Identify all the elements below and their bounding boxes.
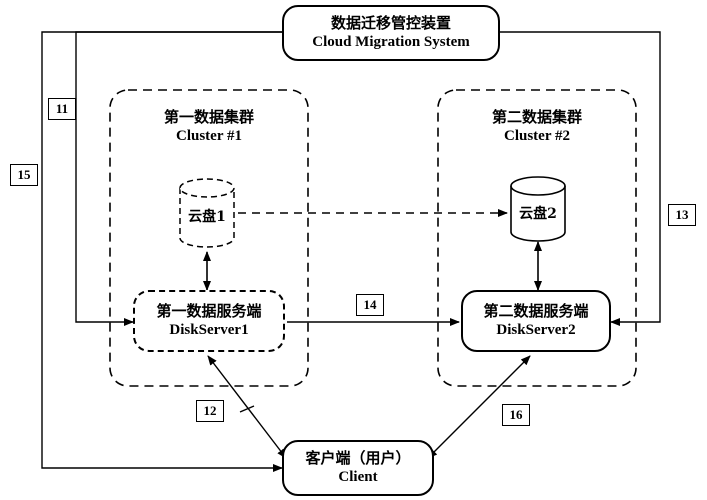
line-12-cut-mark	[239, 405, 255, 413]
line-12	[207, 355, 287, 459]
disk1-label: 云盘1	[188, 209, 226, 225]
system-en-label: Cloud Migration System	[312, 34, 470, 50]
line-11	[75, 31, 282, 326]
line-16	[427, 355, 531, 459]
cluster2-cn-label: 第二数据集群	[491, 108, 582, 126]
disk1-cylinder	[179, 178, 235, 248]
cloud-migration-system-box: 数据迁移管控装置 Cloud Migration System	[282, 5, 500, 61]
cluster2-region	[437, 89, 637, 387]
cluster1-en-label: Cluster #1	[176, 127, 242, 144]
cluster1-title: 第一数据集群 Cluster #1	[120, 108, 298, 146]
client-cn-label: 客户端（用户）	[305, 449, 411, 468]
system-cn-label: 数据迁移管控装置	[330, 14, 451, 33]
client-box: 客户端（用户） Client	[282, 440, 434, 496]
client-en-label: Client	[338, 469, 378, 485]
line-15	[41, 31, 283, 472]
label-15: 15	[10, 164, 38, 186]
label-14: 14	[356, 294, 384, 316]
server2-en-label: DiskServer2	[496, 322, 576, 338]
cluster1-cn-label: 第一数据集群	[163, 108, 254, 126]
label-16: 16	[502, 404, 530, 426]
disk2-label: 云盘2	[519, 206, 557, 222]
server1-en-label: DiskServer1	[169, 322, 249, 338]
cluster2-title: 第二数据集群 Cluster #2	[448, 108, 626, 146]
diskserver2-box: 第二数据服务端 DiskServer2	[461, 290, 611, 352]
label-11: 11	[48, 98, 76, 120]
label-13: 13	[668, 204, 696, 226]
label-12: 12	[196, 400, 224, 422]
diskserver1-box: 第一数据服务端 DiskServer1	[133, 290, 285, 352]
disk2-cylinder	[510, 176, 566, 242]
line-13	[500, 31, 661, 326]
cluster2-en-label: Cluster #2	[504, 127, 570, 144]
server2-cn-label: 第二数据服务端	[483, 302, 589, 321]
server1-cn-label: 第一数据服务端	[156, 302, 262, 321]
